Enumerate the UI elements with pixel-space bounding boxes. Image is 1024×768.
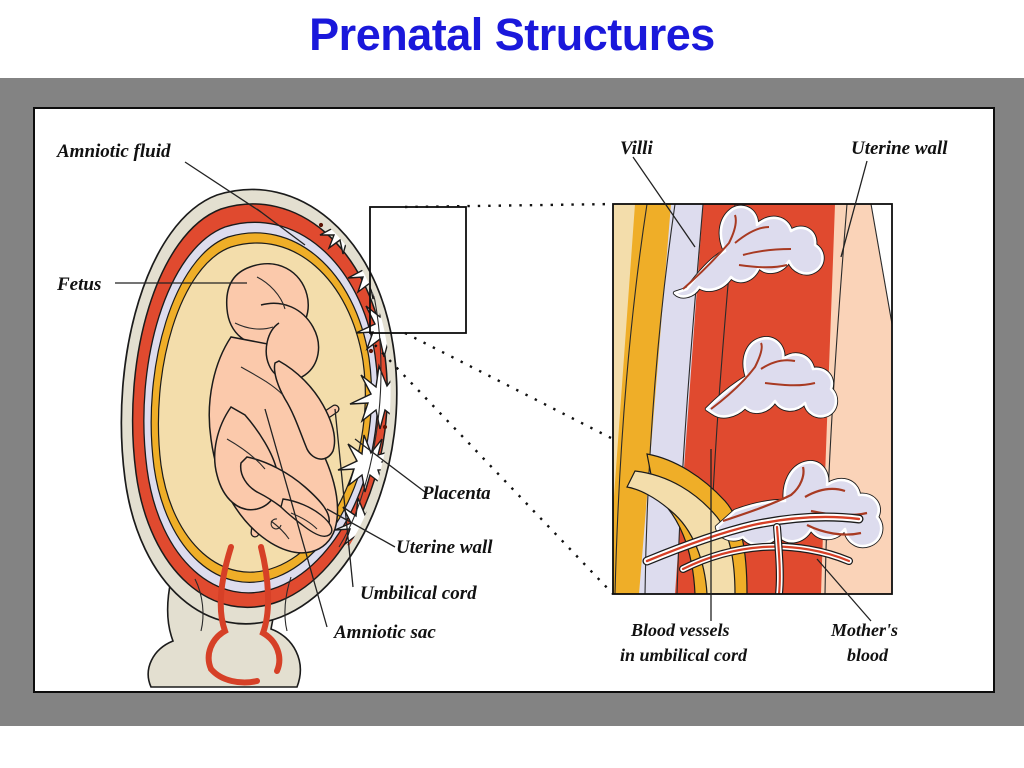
magnify-connectors xyxy=(374,202,614,595)
leader-amniotic-fluid-2 xyxy=(256,208,306,246)
prenatal-structures-illustration: Amniotic fluid Fetus Placenta Uterine wa… xyxy=(56,138,948,688)
fetal-plate-lower xyxy=(626,470,736,594)
label-amniotic-sac: Amniotic sac xyxy=(333,622,436,643)
label-villi: Villi xyxy=(620,138,653,159)
fetus-navel xyxy=(270,518,282,530)
uterus-cross-section-group xyxy=(120,188,398,688)
connector-mid xyxy=(404,331,614,441)
diagram-labels: Amniotic fluid Fetus Placenta Uterine wa… xyxy=(56,138,948,665)
label-uterine-wall-right: Uterine wall xyxy=(851,138,948,159)
leader-villi xyxy=(632,156,696,248)
page-title: Prenatal Structures xyxy=(309,9,715,60)
connector-top xyxy=(404,202,614,209)
label-amniotic-fluid: Amniotic fluid xyxy=(56,141,171,162)
label-umbilical-cord: Umbilical cord xyxy=(360,583,477,604)
cervical-vessels xyxy=(194,544,292,686)
diagram-panel: Amniotic fluid Fetus Placenta Uterine wa… xyxy=(33,107,995,693)
leader-uterine-wall-right xyxy=(840,160,868,258)
label-leader-lines xyxy=(115,156,872,628)
label-uterine-wall: Uterine wall xyxy=(396,537,493,558)
leader-amniotic-fluid xyxy=(184,161,262,213)
villus-tree-1 xyxy=(672,204,825,299)
leader-mothers-blood xyxy=(816,558,872,622)
villi-detail-frame xyxy=(612,203,893,595)
fetus-figure xyxy=(208,263,339,554)
label-mothers-blood-line2: blood xyxy=(847,645,889,665)
label-placenta: Placenta xyxy=(421,483,491,504)
leader-amniotic-sac xyxy=(264,408,328,628)
fetus-arm-upper xyxy=(260,302,320,381)
fetus-detail-lines xyxy=(226,276,318,540)
leader-placenta xyxy=(354,438,426,493)
umbilical-vessels xyxy=(642,512,864,594)
leader-uterine-wall-left xyxy=(326,508,396,548)
label-mothers-blood-line1: Mother's xyxy=(830,620,898,640)
label-blood-vessels-line1: Blood vessels xyxy=(630,620,730,640)
label-blood-vessels-line2: in umbilical cord xyxy=(620,645,748,665)
villi-detail-group xyxy=(612,203,893,595)
villus-tree-2 xyxy=(704,336,839,419)
label-fetus: Fetus xyxy=(56,274,101,295)
fetus-forearm xyxy=(273,360,336,460)
leader-umbilical-cord xyxy=(334,408,354,588)
magnify-source-rect xyxy=(369,206,467,334)
